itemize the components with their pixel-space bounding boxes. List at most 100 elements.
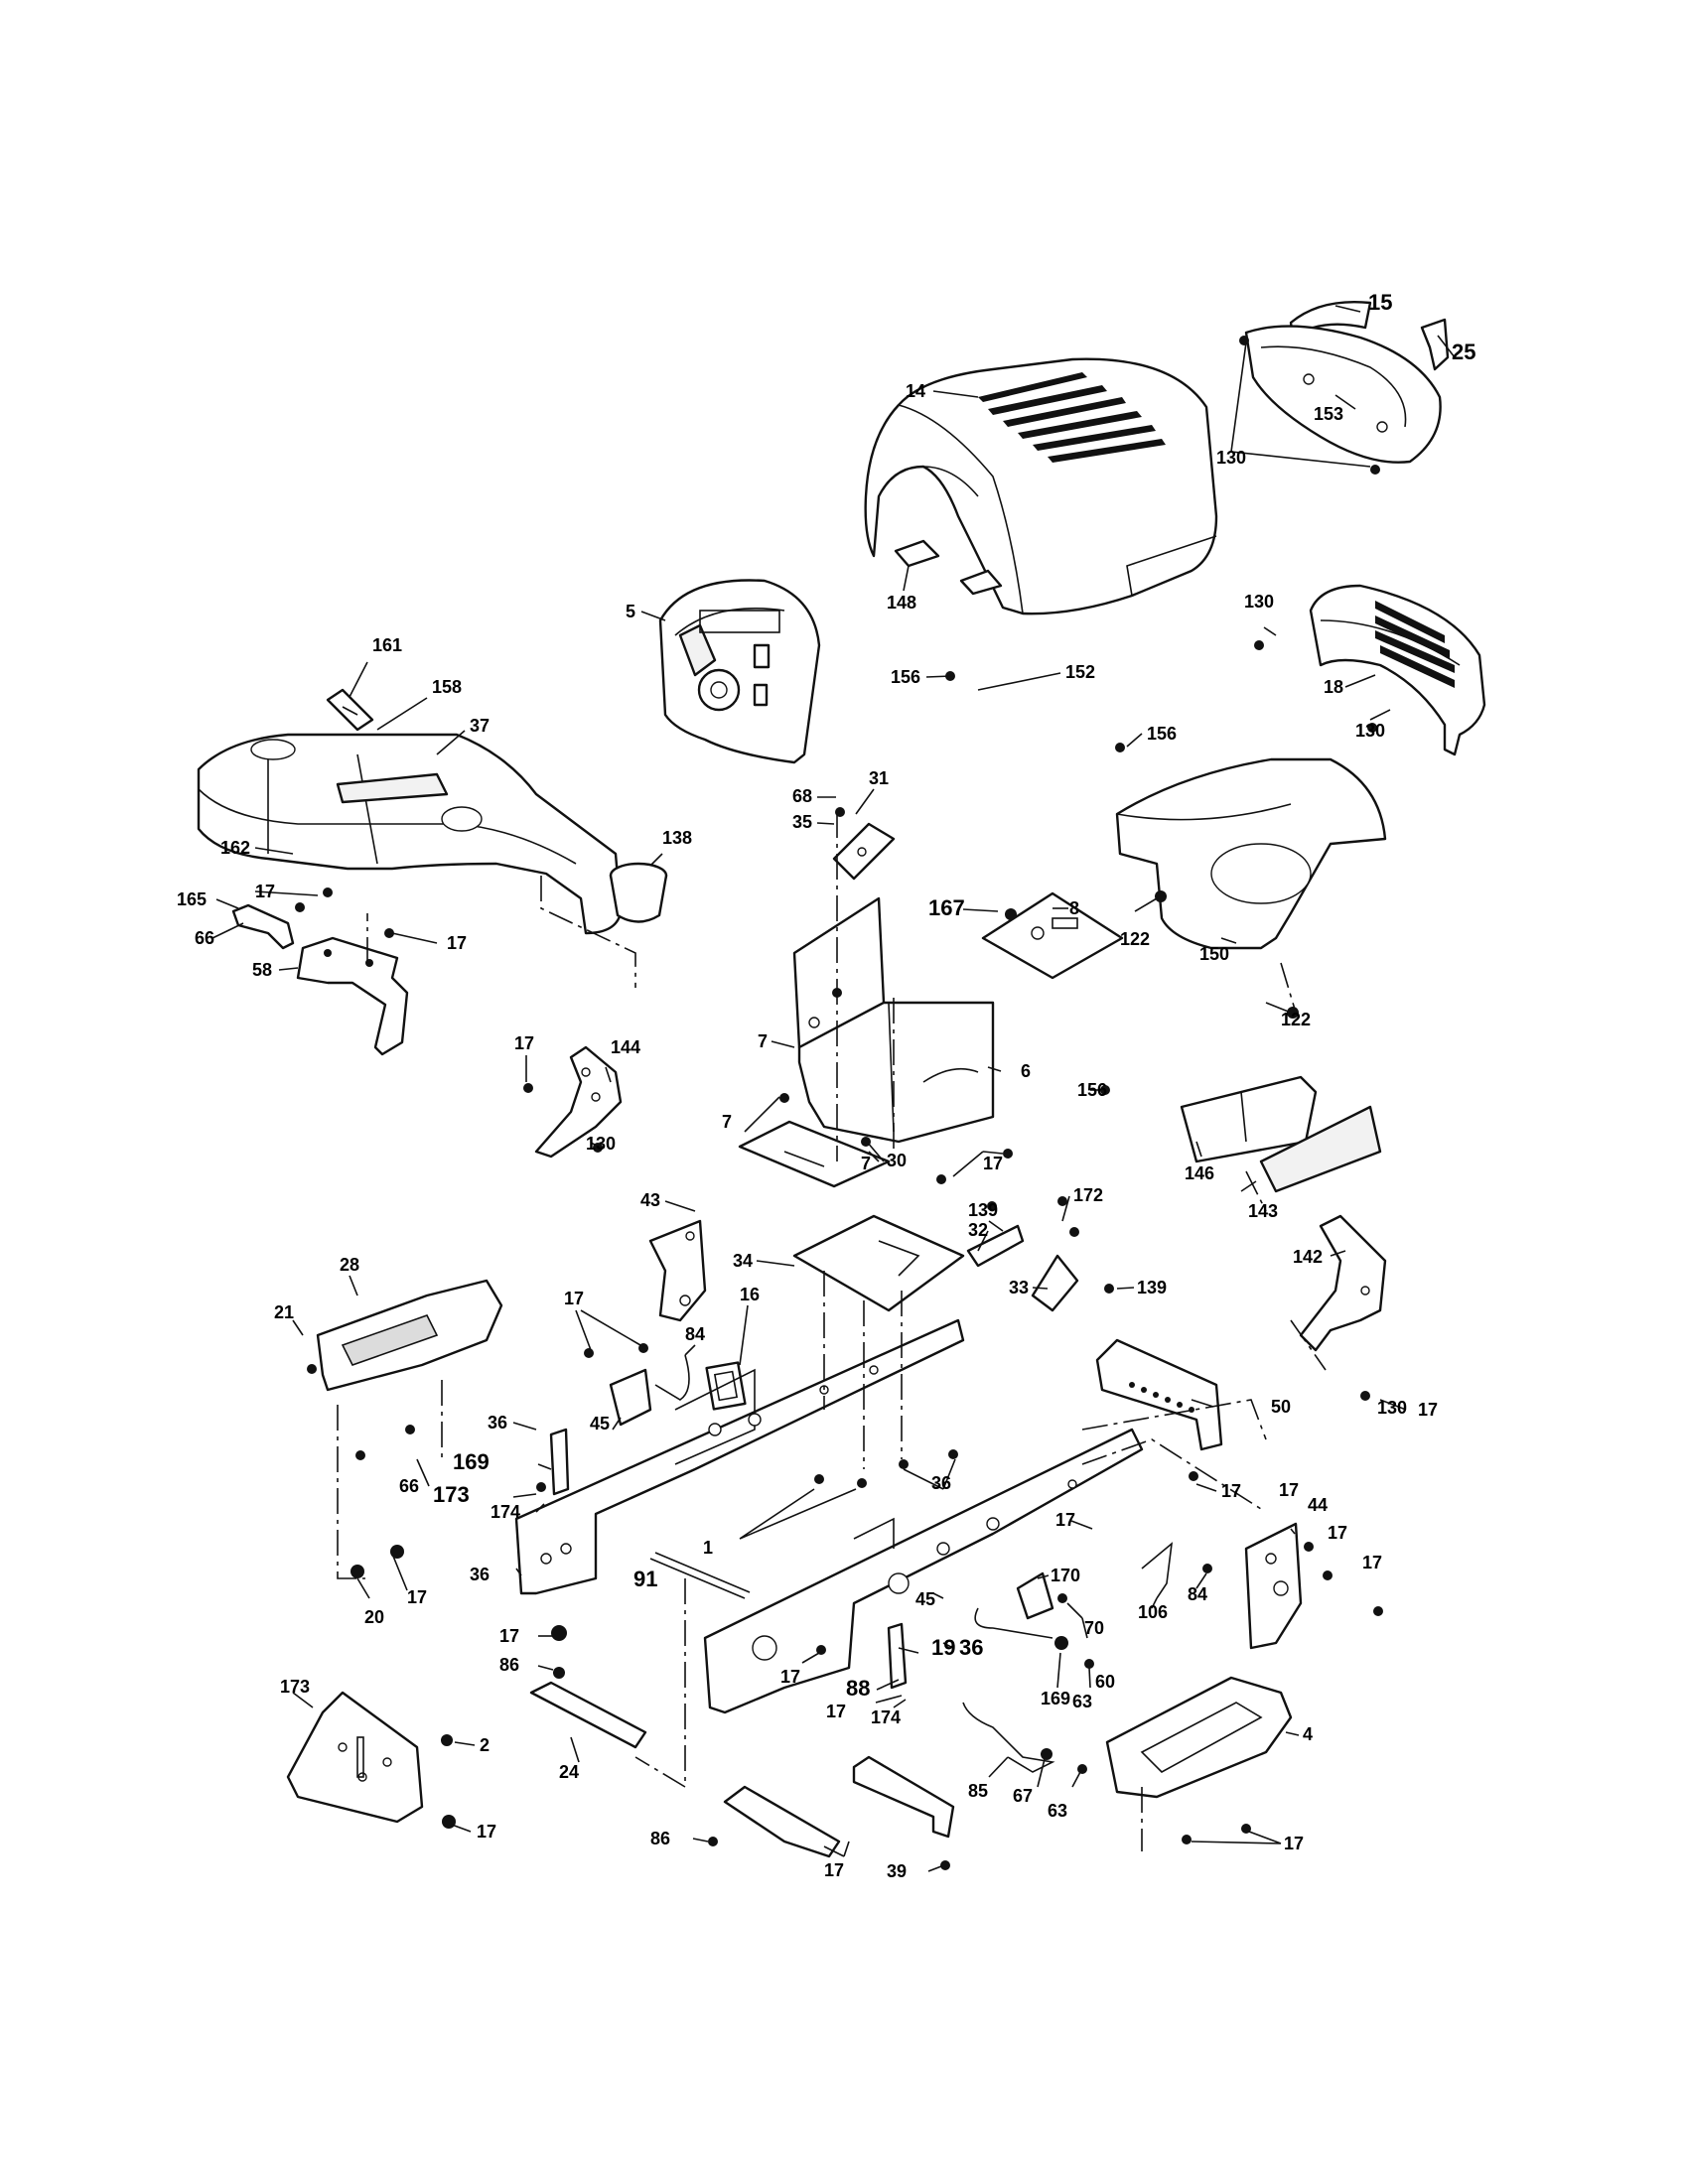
callout: 130 <box>1216 448 1246 468</box>
hood <box>864 357 1218 615</box>
crossbar-170 <box>649 1552 751 1599</box>
callout: 148 <box>887 593 916 613</box>
grommet <box>705 1361 747 1411</box>
callout: 58 <box>252 960 272 980</box>
callout: 43 <box>640 1190 660 1210</box>
callout: 7 <box>861 1154 871 1173</box>
callout: 17 <box>983 1154 1003 1173</box>
callout: 156 <box>891 667 920 687</box>
callout: 36 <box>488 1413 507 1433</box>
fuel-tank-shroud <box>1115 757 1387 950</box>
footrest-right <box>1105 1676 1293 1799</box>
front-mount-plate <box>286 1691 424 1824</box>
callout: 143 <box>1248 1201 1278 1221</box>
side-panel-143 <box>1259 1105 1382 1193</box>
callout: 146 <box>1185 1163 1214 1183</box>
footrest-left <box>316 1279 503 1392</box>
callout: 165 <box>177 889 207 909</box>
callout: 130 <box>1244 592 1274 612</box>
callout: 21 <box>274 1302 294 1322</box>
bar-85 <box>529 1681 647 1749</box>
callout: 19 <box>931 1635 955 1660</box>
axle-bracket <box>1244 1522 1303 1650</box>
callout: 88 <box>846 1676 870 1701</box>
callout: 37 <box>470 716 490 736</box>
callout: 130 <box>1355 721 1385 741</box>
side-panel-146 <box>1180 1075 1318 1163</box>
spring-70 <box>974 1607 1053 1639</box>
seat-latch <box>326 688 374 732</box>
control-plate <box>981 891 1124 980</box>
callout: 36 <box>470 1565 490 1584</box>
hood-grille <box>978 372 1166 463</box>
callout: 167 <box>928 895 965 920</box>
lever-169-right <box>887 1622 908 1690</box>
callout: 1 <box>703 1538 713 1558</box>
callout: 28 <box>340 1255 359 1275</box>
callout: 161 <box>372 635 402 655</box>
callout: 169 <box>1041 1689 1070 1708</box>
callout: 85 <box>968 1781 988 1801</box>
callout: 17 <box>1418 1400 1438 1420</box>
callout: 45 <box>915 1589 935 1609</box>
callout: 24 <box>559 1762 579 1782</box>
callout: 7 <box>758 1031 768 1051</box>
rod-84-right <box>1141 1542 1174 1599</box>
callout: 33 <box>1009 1278 1029 1297</box>
callout: 86 <box>499 1655 519 1675</box>
rear-bracket <box>723 1755 955 1858</box>
fender-body <box>197 733 623 935</box>
frame-right <box>703 1428 1144 1714</box>
seat-bracket-32 <box>966 1224 1025 1268</box>
callout: 17 <box>477 1822 496 1842</box>
callout: 86 <box>650 1829 670 1848</box>
callout: 152 <box>1065 662 1095 682</box>
callout: 16 <box>740 1285 760 1304</box>
callout: 36 <box>931 1473 951 1493</box>
callout: 172 <box>1073 1185 1103 1205</box>
front-bumper-bracket <box>1095 1338 1223 1451</box>
callout: 84 <box>685 1324 705 1344</box>
callout: 17 <box>824 1860 844 1880</box>
callout: 84 <box>1188 1584 1207 1604</box>
mount-bracket <box>231 903 295 950</box>
grille-slots <box>1375 601 1455 688</box>
callout: 17 <box>499 1626 519 1646</box>
callout: 63 <box>1072 1692 1092 1711</box>
callout: 17 <box>255 882 275 901</box>
callout: 17 <box>1328 1523 1347 1543</box>
dash-panel <box>658 579 821 764</box>
rod-67 <box>962 1702 1055 1773</box>
base-plate <box>738 1120 891 1188</box>
callout: 17 <box>1362 1553 1382 1572</box>
callout: 50 <box>1271 1397 1291 1417</box>
callout: 67 <box>1013 1786 1033 1806</box>
callout: 14 <box>906 381 925 401</box>
rod-84 <box>654 1354 690 1401</box>
cup-holder <box>609 862 668 923</box>
callout: 63 <box>1048 1801 1067 1821</box>
callout: 20 <box>364 1607 384 1627</box>
callout: 45 <box>590 1414 610 1433</box>
callout: 169 <box>453 1449 490 1474</box>
battery-box <box>792 896 995 1144</box>
callout: 34 <box>733 1251 753 1271</box>
callout: 162 <box>220 838 250 858</box>
mount-clip <box>832 822 896 881</box>
callout: 150 <box>1199 944 1229 964</box>
front-grille <box>1309 584 1486 756</box>
leader-lines <box>211 305 1456 1872</box>
callout: 60 <box>1095 1672 1115 1692</box>
callout: 173 <box>280 1677 310 1697</box>
callout: 142 <box>1293 1247 1323 1267</box>
callout: 17 <box>564 1289 584 1308</box>
callout: 91 <box>633 1567 657 1591</box>
callout: 15 <box>1368 290 1392 315</box>
callout: 66 <box>195 928 214 948</box>
callout: 25 <box>1452 340 1475 364</box>
callout: 17 <box>780 1667 800 1687</box>
callout: 156 <box>1147 724 1177 744</box>
callout: 17 <box>1221 1481 1241 1501</box>
callout-labels: 15 25 14 153 130 148 130 18 130 5 152 15… <box>177 290 1475 1881</box>
